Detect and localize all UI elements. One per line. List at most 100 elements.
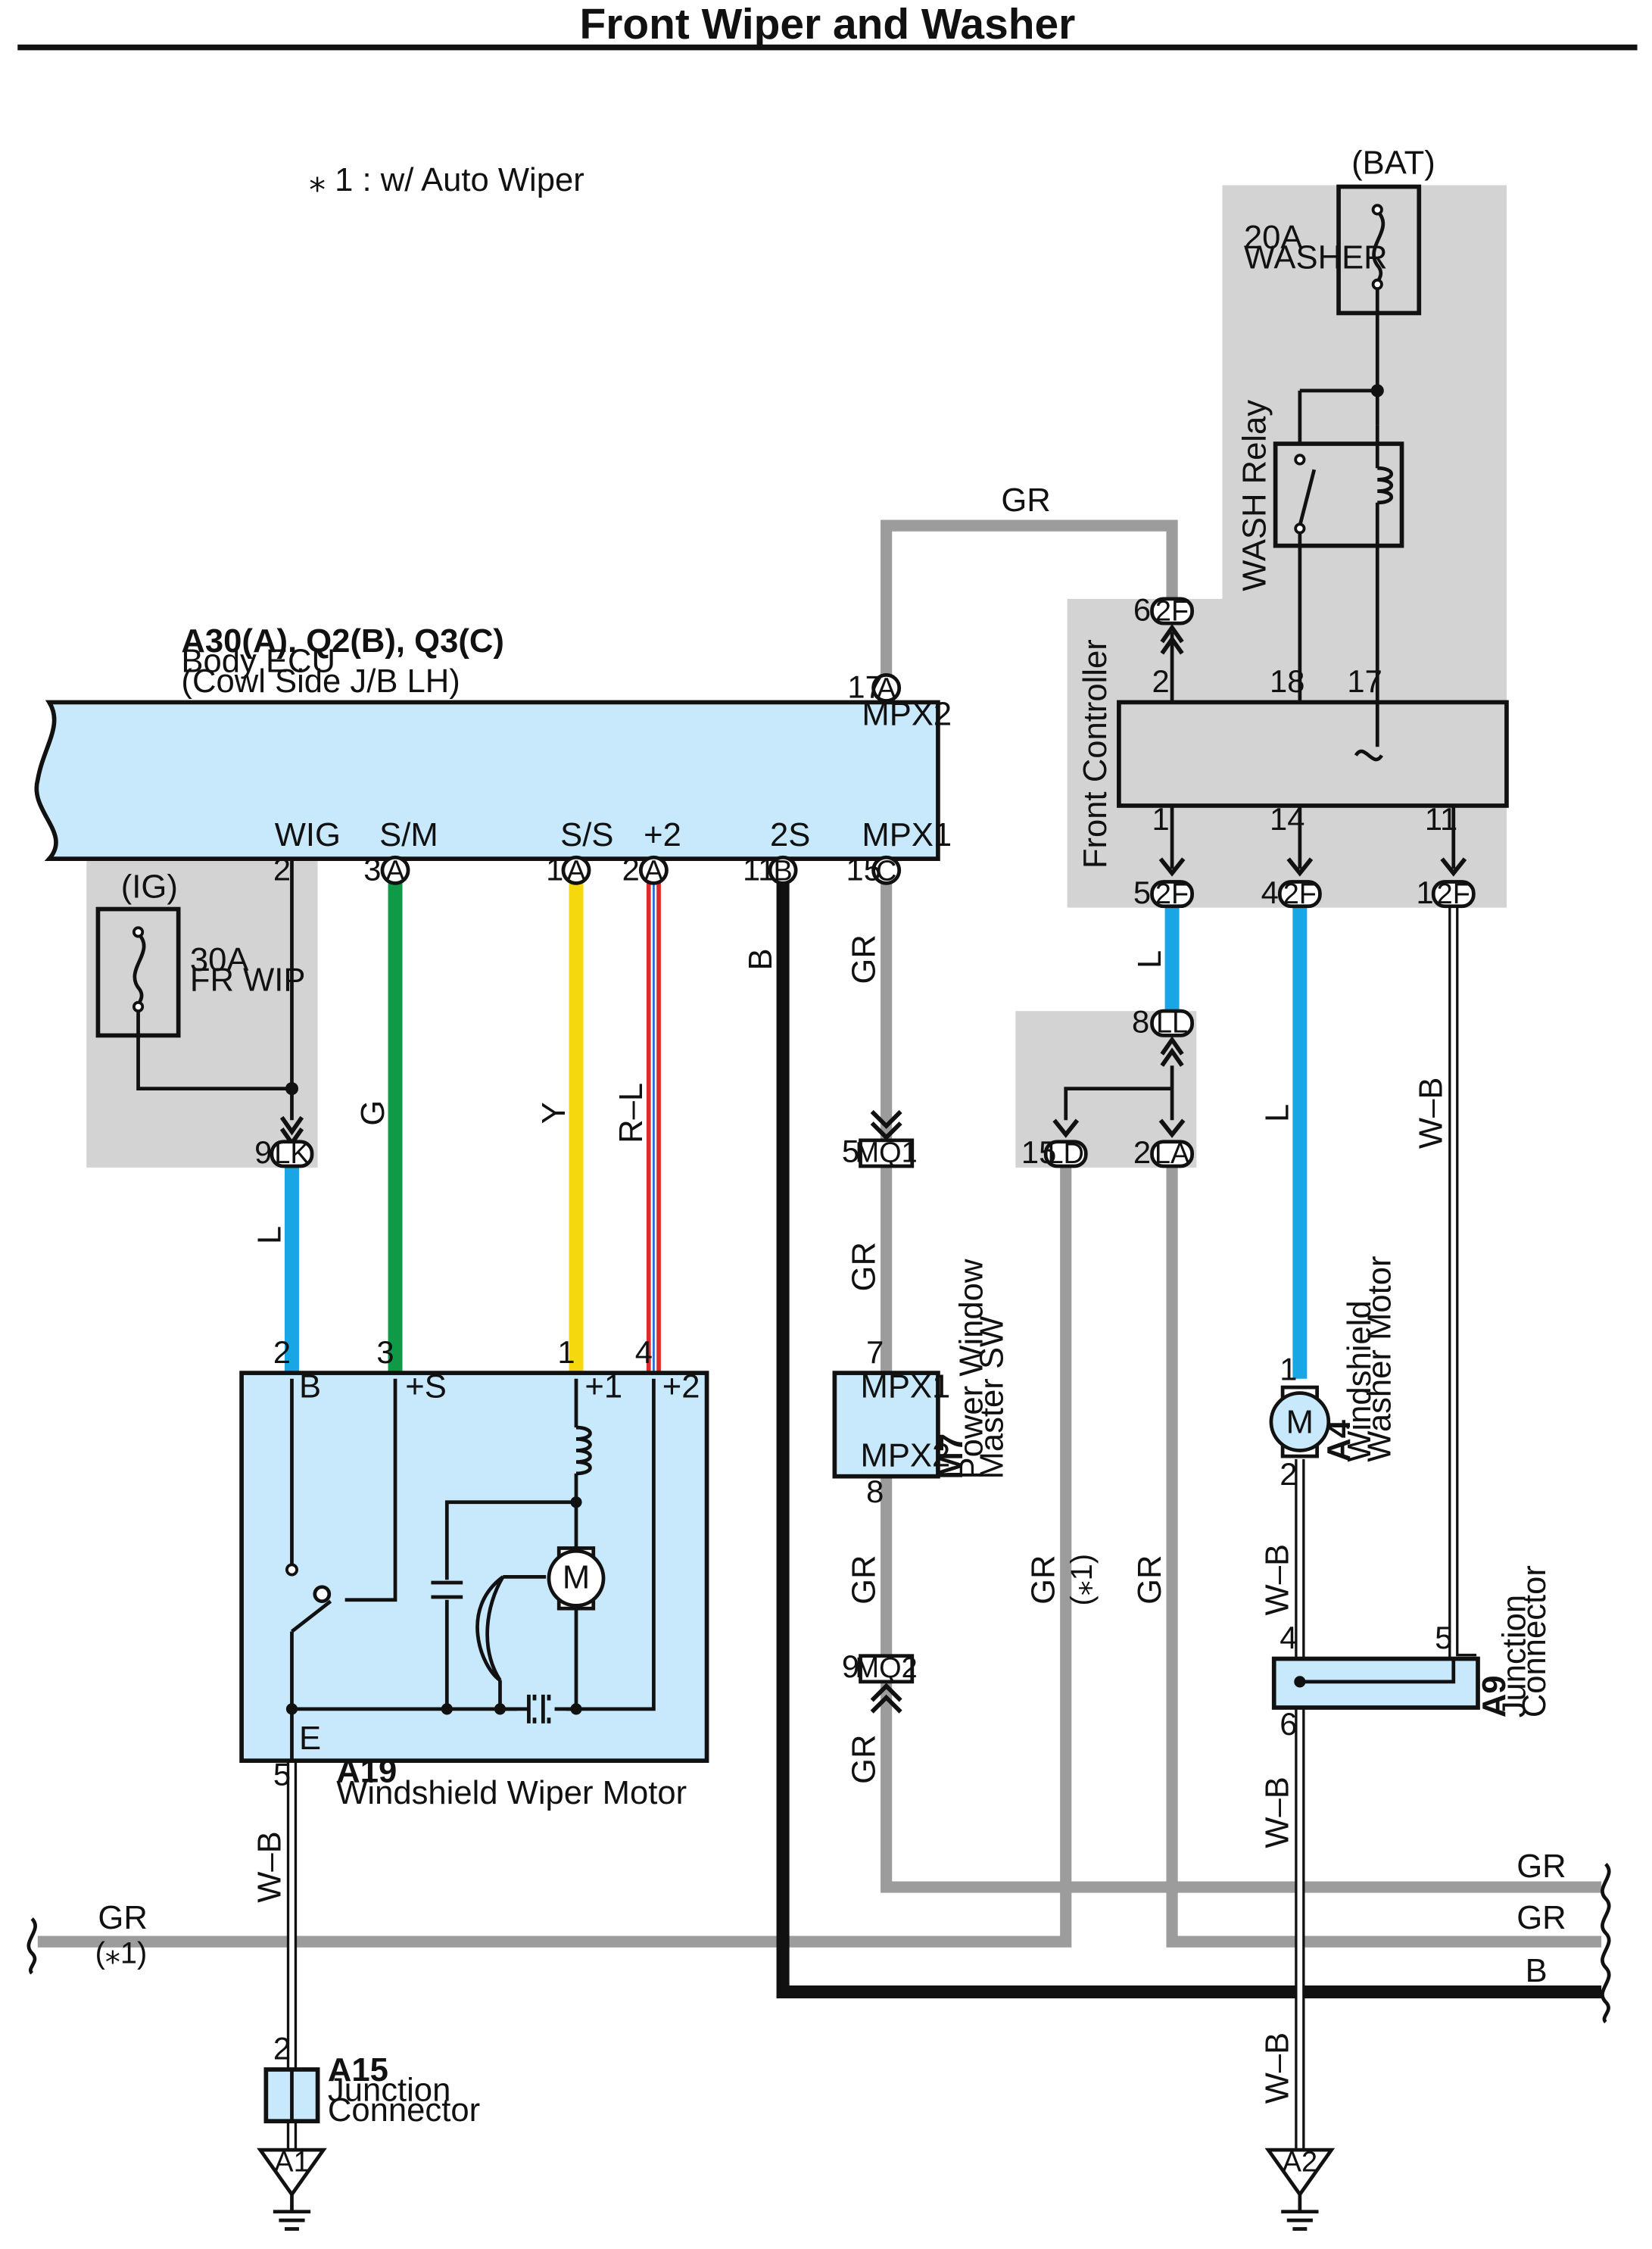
svg-text:5: 5 bbox=[1435, 1620, 1452, 1655]
svg-text:6: 6 bbox=[1133, 591, 1151, 627]
wire-b-2s bbox=[776, 878, 1602, 1999]
front-controller: Front Controller 2 18 17 1 14 11 bbox=[1077, 639, 1509, 869]
svg-text:+1: +1 bbox=[584, 1368, 622, 1405]
connector-2f-4: 2F 4 bbox=[1261, 857, 1322, 910]
svg-text:Junction: Junction bbox=[328, 2073, 450, 2109]
wire-label-gr-m7a: GR bbox=[846, 1242, 882, 1291]
connector-ecu-17: A 17 bbox=[847, 669, 902, 705]
junction-connector-a15: 2 A15 Junction Connector bbox=[263, 2031, 480, 2129]
ecu-term-mpx1: MPX1 bbox=[862, 817, 952, 853]
svg-text:17: 17 bbox=[1347, 663, 1382, 699]
connector-2f-5: 2F 5 bbox=[1133, 857, 1194, 910]
body-ecu-name: Body ECU bbox=[181, 644, 335, 680]
footnote: ⁎ 1 : w/ Auto Wiper bbox=[309, 162, 584, 198]
svg-text:2: 2 bbox=[273, 1334, 291, 1370]
svg-text:11: 11 bbox=[743, 852, 775, 887]
svg-text:A2: A2 bbox=[1283, 2147, 1317, 2179]
wire-label-gr-m7c: GR bbox=[846, 1735, 882, 1784]
wire-label-wb-a9: W–B bbox=[1260, 1776, 1296, 1848]
svg-text:1: 1 bbox=[1280, 1352, 1297, 1387]
svg-text:A9: A9 bbox=[1476, 1676, 1513, 1718]
wig-junction-dot bbox=[285, 1082, 299, 1096]
svg-text:30A: 30A bbox=[190, 942, 249, 978]
bus-break-right bbox=[1601, 1863, 1611, 2024]
svg-text:2F: 2F bbox=[1155, 878, 1189, 910]
ground-a2: A2 bbox=[1264, 2147, 1336, 2231]
svg-text:A: A bbox=[566, 856, 586, 887]
wire-label-gr-ld-note: (⁎1) bbox=[1065, 1554, 1099, 1606]
connector-ecu-pins: 2 A 3 A 1 A 2 B 11 C 15 bbox=[273, 852, 902, 887]
svg-text:Connector: Connector bbox=[328, 2092, 480, 2129]
svg-text:A: A bbox=[644, 856, 664, 887]
svg-text:17: 17 bbox=[847, 669, 882, 705]
wire-label-gr-ld: GR bbox=[1026, 1555, 1062, 1604]
connector-2f-6: 2F 6 bbox=[1133, 591, 1194, 655]
svg-text:LD: LD bbox=[1047, 1138, 1083, 1170]
svg-text:Power Window: Power Window bbox=[954, 1259, 990, 1479]
svg-text:5: 5 bbox=[273, 1756, 291, 1792]
ecu-term-wig: WIG bbox=[275, 817, 341, 853]
svg-text:A19: A19 bbox=[336, 1754, 397, 1790]
svg-text:1: 1 bbox=[1416, 875, 1433, 910]
svg-text:(BAT): (BAT) bbox=[1351, 145, 1435, 181]
ground-a1: A1 bbox=[257, 2147, 327, 2231]
connector-2f-1: 2F 1 bbox=[1416, 857, 1476, 910]
svg-text:Junction: Junction bbox=[1497, 1595, 1533, 1717]
svg-text:Windshield: Windshield bbox=[1342, 1300, 1378, 1461]
svg-text:(IG): (IG) bbox=[121, 869, 178, 905]
svg-text:Windshield Wiper Motor: Windshield Wiper Motor bbox=[336, 1775, 687, 1811]
wire-label-l-fc: L bbox=[1132, 950, 1168, 969]
svg-text:M7: M7 bbox=[934, 1433, 970, 1480]
svg-text:3: 3 bbox=[363, 852, 381, 887]
svg-text:4: 4 bbox=[1280, 1620, 1297, 1655]
wire-label-gr-la: GR bbox=[1132, 1555, 1168, 1604]
svg-text:Master SW: Master SW bbox=[974, 1315, 1010, 1479]
svg-text:2: 2 bbox=[1280, 1456, 1297, 1492]
body-ecu: A30(A), Q2(B), Q3(C) Body ECU (Cowl Side… bbox=[34, 623, 952, 861]
wire-label-wb-a4: W–B bbox=[1260, 1544, 1296, 1616]
svg-text:2: 2 bbox=[273, 852, 291, 887]
svg-text:4: 4 bbox=[1261, 875, 1279, 910]
svg-text:1: 1 bbox=[557, 1334, 575, 1370]
svg-text:8: 8 bbox=[1132, 1004, 1149, 1040]
wire-label-g: G bbox=[355, 1100, 391, 1126]
svg-text:2: 2 bbox=[1133, 1134, 1151, 1170]
svg-text:Front Controller: Front Controller bbox=[1077, 639, 1114, 869]
wire-label-gr-m7b: GR bbox=[846, 1555, 882, 1604]
ecu-term-mpx2: MPX2 bbox=[862, 697, 952, 733]
svg-text:LL: LL bbox=[1156, 1008, 1188, 1040]
wire-gr-mpx1 bbox=[881, 878, 1602, 1893]
svg-text:MPX1: MPX1 bbox=[861, 1368, 951, 1405]
svg-text:2F: 2F bbox=[1283, 878, 1317, 910]
connector-lk: LK 9 bbox=[254, 1115, 314, 1170]
svg-text:2F: 2F bbox=[1155, 595, 1189, 627]
ecu-term-ss: S/S bbox=[560, 817, 613, 853]
wire-label-b-ecu: B bbox=[743, 948, 779, 970]
washer-fuse: (BAT) 20A WASHER bbox=[1244, 145, 1435, 316]
power-window-master-switch: MPX1 MPX2 7 8 M7 Power Window Master SW bbox=[832, 1259, 1010, 1509]
svg-text:5: 5 bbox=[1133, 875, 1151, 910]
ecu-term-2s: 2S bbox=[770, 817, 810, 853]
svg-text:LK: LK bbox=[274, 1138, 309, 1170]
wire-label-wb-wiper: W–B bbox=[251, 1831, 288, 1903]
svg-text:18: 18 bbox=[1270, 663, 1304, 699]
svg-text:Washer Motor: Washer Motor bbox=[1361, 1256, 1398, 1461]
svg-text:8: 8 bbox=[866, 1474, 884, 1509]
svg-text:A: A bbox=[385, 856, 405, 887]
svg-text:WASHER: WASHER bbox=[1244, 240, 1388, 276]
connector-la: LA 2 bbox=[1133, 1134, 1194, 1170]
connector-ld: LD 15 bbox=[1021, 1134, 1088, 1170]
svg-text:LA: LA bbox=[1155, 1138, 1190, 1170]
svg-text:MQ2: MQ2 bbox=[856, 1652, 918, 1684]
wire-label-l-washer: L bbox=[1260, 1104, 1296, 1122]
svg-text:WASH Relay: WASH Relay bbox=[1236, 400, 1273, 591]
svg-text:20A: 20A bbox=[1244, 220, 1303, 256]
svg-text:3: 3 bbox=[376, 1334, 394, 1370]
ecu-term-sm: S/M bbox=[379, 817, 438, 853]
svg-text:A1: A1 bbox=[274, 2147, 309, 2179]
wire-label-rl: R–L bbox=[613, 1083, 650, 1143]
wire-gr-ld bbox=[37, 1166, 1072, 1948]
wire-label-gr-left-note: (⁎1) bbox=[95, 1937, 148, 1970]
svg-text:C: C bbox=[876, 856, 896, 887]
